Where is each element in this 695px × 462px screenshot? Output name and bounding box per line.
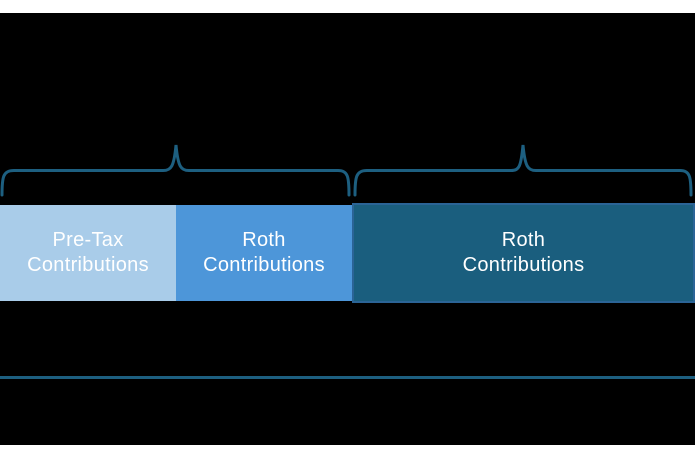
bottom-divider-line xyxy=(0,376,695,379)
segment-roth-right-label: Roth Contributions xyxy=(462,229,585,276)
right-brace xyxy=(353,144,693,197)
right-brace-path xyxy=(353,144,693,197)
segment-roth-middle-label: Roth Contributions xyxy=(203,229,325,276)
top-margin-band xyxy=(0,0,695,13)
bottom-margin-band xyxy=(0,445,695,462)
segment-pretax-label: Pre-Tax Contributions xyxy=(27,229,149,276)
segment-roth-contributions-middle: Roth Contributions xyxy=(176,205,352,301)
left-brace-path xyxy=(0,144,351,197)
left-brace xyxy=(0,144,351,197)
segment-roth-contributions-right: Roth Contributions xyxy=(352,203,695,303)
segment-pretax-contributions: Pre-Tax Contributions xyxy=(0,205,176,301)
